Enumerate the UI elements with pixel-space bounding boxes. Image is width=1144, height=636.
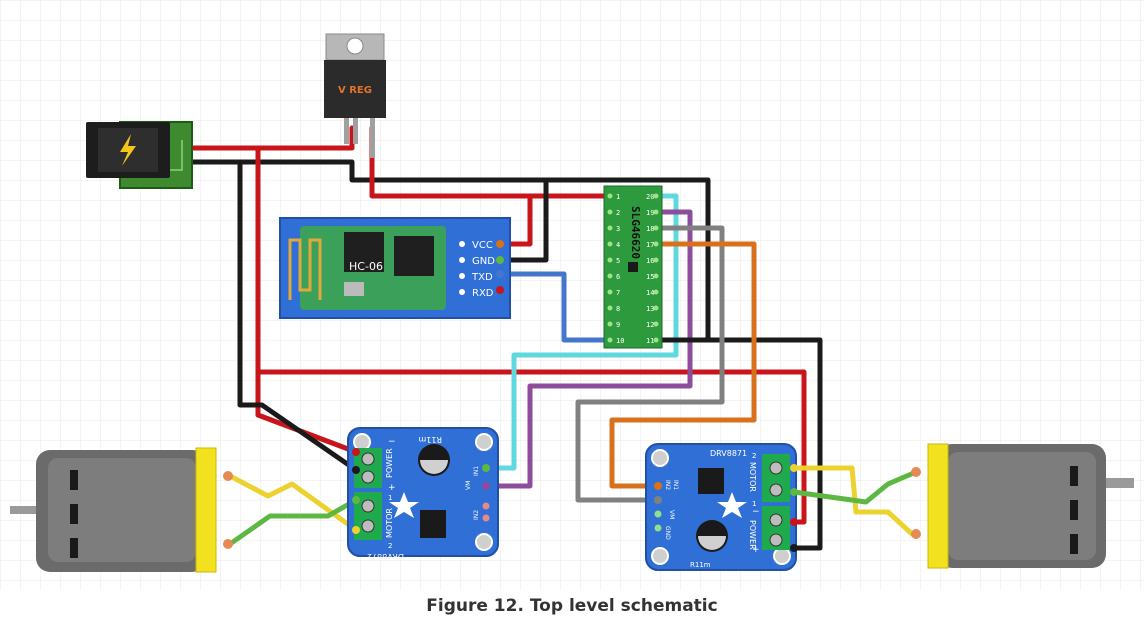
svg-text:11: 11: [646, 337, 654, 345]
wire-terminals: [352, 448, 798, 552]
voltage-regulator: V REG: [324, 33, 386, 158]
driver-right-bottom-label: R11m: [690, 561, 711, 569]
wire-green-left-motor: [227, 497, 359, 547]
driver-right-power-label: POWER: [748, 520, 757, 550]
svg-text:9: 9: [616, 321, 620, 329]
driver-left-top-label: R11m: [418, 435, 442, 444]
wire-black-jack: [187, 159, 823, 551]
svg-text:7: 7: [616, 289, 620, 297]
wire-purple-pin19: [483, 209, 693, 489]
antenna-icon: [288, 238, 322, 300]
wire-orange-pin17: [609, 241, 757, 489]
driver-right-term-plus: +: [752, 545, 760, 555]
driver-left-motor-label: MOTOR: [385, 508, 394, 538]
figure-caption: Figure 12. Top level schematic: [426, 596, 718, 616]
chip-right-pins: 20 19 18 17 16 15 14 13 12 11: [646, 193, 654, 345]
svg-text:3: 3: [616, 225, 620, 233]
wire-green-right-motor: [791, 469, 919, 505]
svg-text:5: 5: [616, 257, 620, 265]
power-jack: [86, 121, 193, 189]
driver-left-term-1: 1: [388, 494, 392, 502]
driver-right-motor-label: MOTOR: [748, 462, 757, 492]
driver-right-term-1: 1: [752, 500, 756, 508]
driver-right-pin-in2: IN2: [664, 480, 671, 490]
wire-black-left-down: [237, 159, 359, 473]
svg-text:17: 17: [646, 241, 654, 249]
adafruit-star-icon: [717, 492, 747, 518]
svg-text:2: 2: [616, 209, 620, 217]
driver-left-term-plus: +: [388, 483, 396, 493]
wire-red-horizontal: [255, 369, 807, 525]
slg46620-chip: SLG46620 1 2 3 4 5 6 7 8 9 10 20 19 18 1…: [603, 185, 663, 349]
svg-text:13: 13: [646, 305, 654, 313]
driver-right-term-minus: −: [752, 507, 760, 517]
bt-model-label: HC-06: [349, 260, 383, 273]
driver-left-term-2: 2: [388, 542, 392, 550]
driver-left-pin-in1: IN1: [473, 466, 480, 476]
driver-right-pin-vm: VM: [668, 510, 675, 519]
driver-left-pin-in2: IN2: [473, 510, 480, 520]
driver-right-pin-in1: IN1: [672, 480, 679, 490]
svg-text:18: 18: [646, 225, 654, 233]
svg-text:16: 16: [646, 257, 654, 265]
svg-text:1: 1: [616, 193, 620, 201]
wire-yellow-right-motor: [791, 465, 915, 537]
wire-blue-txd: [497, 271, 618, 343]
bt-pin-rxd: RXD: [472, 288, 494, 299]
lightning-icon: [120, 134, 136, 166]
wire-red-left-down: [255, 145, 359, 455]
bt-pin-vcc: VCC: [472, 240, 493, 251]
chip-left-pins: 1 2 3 4 5 6 7 8 9 10: [616, 193, 624, 345]
adafruit-star-icon: [389, 492, 419, 518]
wire-cyan-pin20: [483, 193, 679, 471]
wire-red-jack-reg: [187, 125, 355, 151]
wire-black-bt-gnd: [497, 177, 549, 263]
dc-motor-right: [911, 443, 1134, 569]
svg-text:20: 20: [646, 193, 654, 201]
svg-text:4: 4: [616, 241, 620, 249]
wire-yellow-left-motor: [227, 473, 359, 533]
driver-left-power-label: POWER: [385, 448, 394, 478]
bt-pin-gnd: GND: [472, 256, 495, 267]
motor-driver-left: R11m POWER MOTOR DRV8872 IN1 VM IN2 − + …: [347, 427, 499, 561]
regulator-label: V REG: [338, 85, 372, 96]
driver-right-term-2: 2: [752, 452, 756, 460]
svg-text:19: 19: [646, 209, 654, 217]
dc-motor-left: [10, 447, 233, 573]
svg-text:8: 8: [616, 305, 620, 313]
driver-left-bottom-label: DRV8872: [367, 552, 404, 561]
chip-part-label: SLG46620: [629, 206, 642, 259]
driver-left-term-minus: −: [388, 437, 396, 447]
svg-text:14: 14: [646, 289, 654, 297]
driver-right-pin-gnd: GND: [664, 526, 671, 540]
svg-text:12: 12: [646, 321, 654, 329]
svg-text:6: 6: [616, 273, 620, 281]
bluetooth-module: HC-06 VCC GND TXD RXD: [279, 217, 511, 319]
svg-text:15: 15: [646, 273, 654, 281]
bt-pin-txd: TXD: [471, 272, 493, 283]
driver-left-pin-vm: VM: [465, 481, 472, 490]
motor-driver-right: DRV8871 MOTOR POWER R11m IN2 IN1 VM GND …: [645, 443, 797, 571]
svg-text:10: 10: [616, 337, 624, 345]
wire-gray-pin18: [575, 225, 725, 503]
driver-right-top-label: DRV8871: [710, 449, 747, 458]
